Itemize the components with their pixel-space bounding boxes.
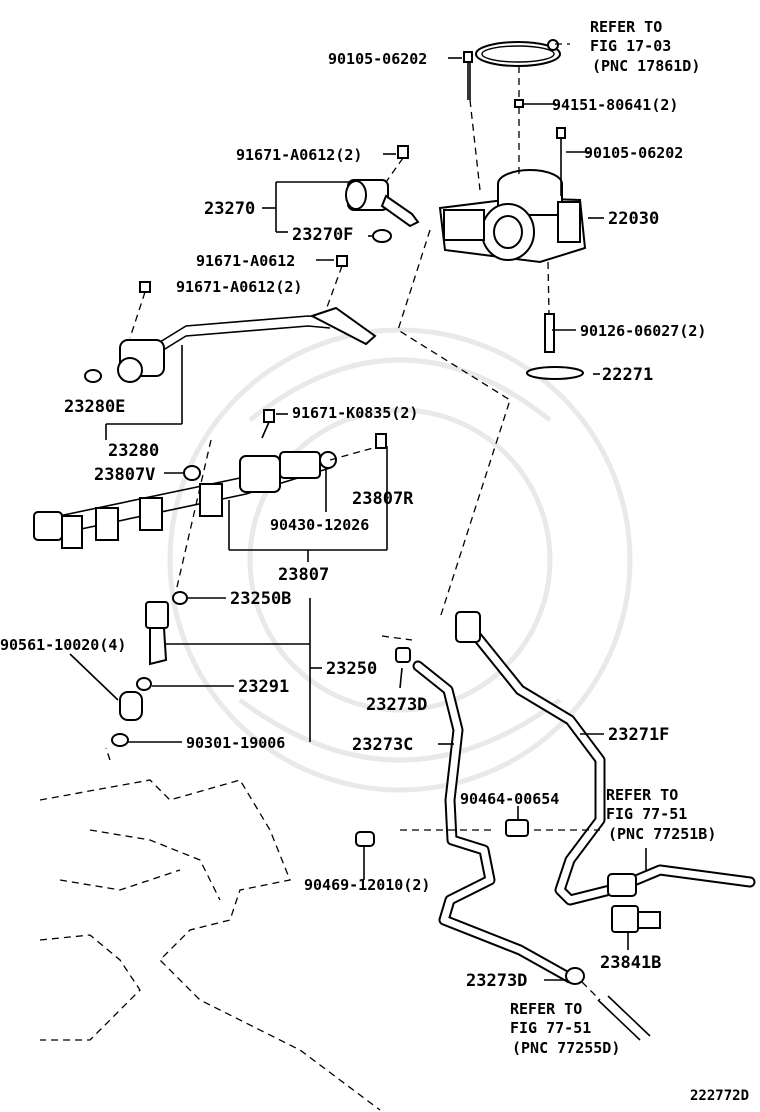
sensor-23270 bbox=[345, 145, 420, 243]
refer-mid-line2: FIG 77-51 bbox=[606, 805, 687, 823]
injector-23250 bbox=[111, 591, 188, 747]
label-23250: 23250 bbox=[326, 659, 377, 679]
label-22030: 22030 bbox=[608, 209, 659, 229]
clips-and-vsv bbox=[355, 819, 661, 933]
clamp-ring bbox=[475, 39, 561, 67]
label-23280: 23280 bbox=[108, 441, 159, 461]
refer-bot-line3: (PNC 77255D) bbox=[512, 1039, 620, 1057]
bolts-throttle bbox=[463, 51, 584, 380]
label-23807: 23807 bbox=[278, 565, 329, 585]
alignment-lines-top bbox=[397, 43, 570, 619]
label-23807v: 23807V bbox=[94, 465, 155, 485]
labels: REFER TO FIG 17-03 (PNC 17861D) 90105-06… bbox=[0, 18, 749, 1104]
refer-top-line2: FIG 17-03 bbox=[590, 37, 671, 55]
label-91671-a0612-2b: 91671-A0612(2) bbox=[176, 278, 302, 296]
label-90126-06027: 90126-06027(2) bbox=[580, 322, 706, 340]
label-23270f: 23270F bbox=[292, 225, 353, 245]
refer-mid-line3: (PNC 77251B) bbox=[608, 825, 716, 843]
diagram-id: 222772D bbox=[690, 1088, 749, 1104]
refer-top-line3: (PNC 17861D) bbox=[592, 57, 700, 75]
label-23273c: 23273C bbox=[352, 735, 413, 755]
label-22271: 22271 bbox=[602, 365, 653, 385]
watermark bbox=[167, 327, 633, 793]
refer-bot-line1: REFER TO bbox=[510, 1000, 582, 1018]
throttle-body-22030 bbox=[438, 169, 587, 264]
label-23291: 23291 bbox=[238, 677, 289, 697]
label-90561-10020: 90561-10020(4) bbox=[0, 636, 126, 654]
label-90301-19006: 90301-19006 bbox=[186, 734, 285, 752]
hose-23273c bbox=[395, 647, 651, 1041]
label-23273d-a: 23273D bbox=[366, 695, 427, 715]
engine-block bbox=[39, 747, 381, 1111]
hose-23271f bbox=[455, 611, 756, 906]
label-90105-06202-a: 90105-06202 bbox=[328, 50, 427, 68]
label-91671-k0835: 91671-K0835(2) bbox=[292, 404, 418, 422]
label-23270: 23270 bbox=[204, 199, 255, 219]
label-90105-06202-b: 90105-06202 bbox=[584, 144, 683, 162]
label-23841b: 23841B bbox=[600, 953, 661, 973]
refer-bot-line2: FIG 77-51 bbox=[510, 1019, 591, 1037]
label-23273d-b: 23273D bbox=[466, 971, 527, 991]
label-23250b: 23250B bbox=[230, 589, 291, 609]
fuel-rail-23807 bbox=[33, 409, 387, 549]
label-90430-12026: 90430-12026 bbox=[270, 516, 369, 534]
label-23271f: 23271F bbox=[608, 725, 669, 745]
regulator-23280 bbox=[84, 255, 377, 383]
label-94151-80641: 94151-80641(2) bbox=[552, 96, 678, 114]
label-23280e: 23280E bbox=[64, 397, 125, 417]
label-91671-a0612: 91671-A0612 bbox=[196, 252, 295, 270]
label-23807r: 23807R bbox=[352, 489, 414, 509]
refer-mid-line1: REFER TO bbox=[606, 786, 678, 804]
label-91671-a0612-2a: 91671-A0612(2) bbox=[236, 146, 362, 164]
refer-top-line1: REFER TO bbox=[590, 18, 662, 36]
label-90464-00654: 90464-00654 bbox=[460, 790, 559, 808]
label-90469-12010: 90469-12010(2) bbox=[304, 876, 430, 894]
